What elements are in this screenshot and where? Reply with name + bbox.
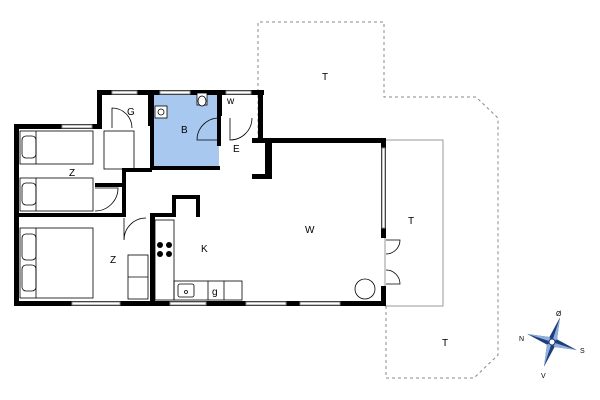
bed-double bbox=[19, 227, 94, 299]
kitchen-counters bbox=[154, 219, 243, 301]
wall-column-kitchen bbox=[172, 195, 198, 199]
stove bbox=[157, 242, 172, 257]
counter-left bbox=[154, 219, 175, 301]
label-bedroom-bottom: Z bbox=[110, 255, 116, 266]
window-bedroom-bottom bbox=[71, 301, 121, 306]
wardrobe-top bbox=[103, 130, 135, 170]
compass-east-label: Ø bbox=[556, 311, 562, 318]
door-utility bbox=[111, 107, 133, 129]
label-terrace-right: T bbox=[408, 216, 414, 227]
wall-entrance-pillar bbox=[265, 143, 272, 179]
label-terrace-bottom: T bbox=[442, 338, 448, 349]
wall-bedroom-divider-stub bbox=[95, 183, 123, 187]
label-bathroom: B bbox=[181, 125, 188, 136]
terrace-outlines bbox=[257, 21, 499, 379]
wall-utility-east bbox=[148, 90, 152, 126]
wall-wc-west bbox=[219, 90, 222, 116]
wall-bedroom-divider bbox=[14, 213, 126, 217]
compass-west-label: V bbox=[541, 373, 546, 380]
wall-kitchen-northstub bbox=[150, 213, 174, 217]
label-dishwasher: g bbox=[212, 287, 218, 298]
bed-top-1-pillow bbox=[21, 135, 37, 159]
label-bedroom-top: Z bbox=[69, 168, 75, 179]
bathroom-area bbox=[153, 90, 219, 168]
round-table bbox=[354, 278, 376, 300]
door-terrace-2 bbox=[385, 269, 401, 285]
window-living-east bbox=[381, 147, 386, 229]
wall-utility-west bbox=[97, 90, 102, 129]
windows bbox=[61, 90, 386, 306]
wall-kitchen-west bbox=[150, 213, 155, 306]
window-utility-top bbox=[111, 90, 138, 95]
wall-entrance-stub bbox=[252, 138, 272, 143]
label-terrace-top: T bbox=[322, 72, 328, 83]
door-entrance bbox=[229, 117, 253, 141]
terrace-top-outline bbox=[257, 21, 499, 140]
wall-corridor-west bbox=[122, 170, 126, 216]
door-bath bbox=[196, 117, 220, 141]
bathroom-fixtures bbox=[154, 92, 208, 119]
bed-top-2 bbox=[19, 177, 94, 212]
door-bedroom-top bbox=[94, 187, 119, 212]
door-terrace-1 bbox=[385, 239, 401, 255]
wall-north-bedroom bbox=[14, 124, 102, 129]
window-bedroom-top bbox=[61, 124, 93, 129]
bed-top-2-pillow bbox=[21, 182, 37, 206]
compass-north-label: N bbox=[519, 336, 524, 343]
window-living-bottom-2 bbox=[299, 301, 341, 306]
wall-entrance-foot bbox=[252, 174, 272, 179]
burner-3 bbox=[157, 251, 163, 257]
burner-2 bbox=[166, 242, 172, 248]
burner-4 bbox=[166, 251, 172, 257]
wall-living-north bbox=[258, 138, 385, 143]
wall-column-right bbox=[196, 195, 200, 217]
compass-south-label: S bbox=[580, 348, 585, 355]
label-living: W bbox=[305, 225, 315, 236]
bed-double-pillow-2 bbox=[21, 264, 37, 292]
wall-living-east-bottom bbox=[381, 286, 386, 306]
wall-corridor-top bbox=[122, 168, 152, 172]
door-bedroom-bottom bbox=[123, 217, 147, 241]
label-entrance: E bbox=[233, 144, 240, 155]
burner-1 bbox=[157, 242, 163, 248]
window-bath-top bbox=[159, 90, 191, 95]
window-wc-top bbox=[225, 90, 252, 95]
window-living-bottom-1 bbox=[245, 301, 287, 306]
bed-double-pillow-1 bbox=[21, 233, 37, 261]
window-kitchen-bottom bbox=[169, 301, 207, 306]
compass-rose bbox=[527, 317, 577, 367]
label-utility: G bbox=[127, 107, 135, 118]
terrace-bottom-outline bbox=[385, 140, 499, 379]
beds bbox=[19, 130, 149, 300]
bed-top-1 bbox=[19, 130, 94, 165]
doors bbox=[94, 107, 401, 285]
wall-column-left bbox=[172, 195, 176, 217]
sink bbox=[177, 283, 195, 298]
label-kitchen: K bbox=[201, 244, 208, 255]
wall-wc-east bbox=[258, 90, 263, 140]
wall-bath-south bbox=[150, 166, 220, 170]
wall-bath-west bbox=[150, 90, 154, 170]
label-wc: w bbox=[226, 96, 235, 107]
